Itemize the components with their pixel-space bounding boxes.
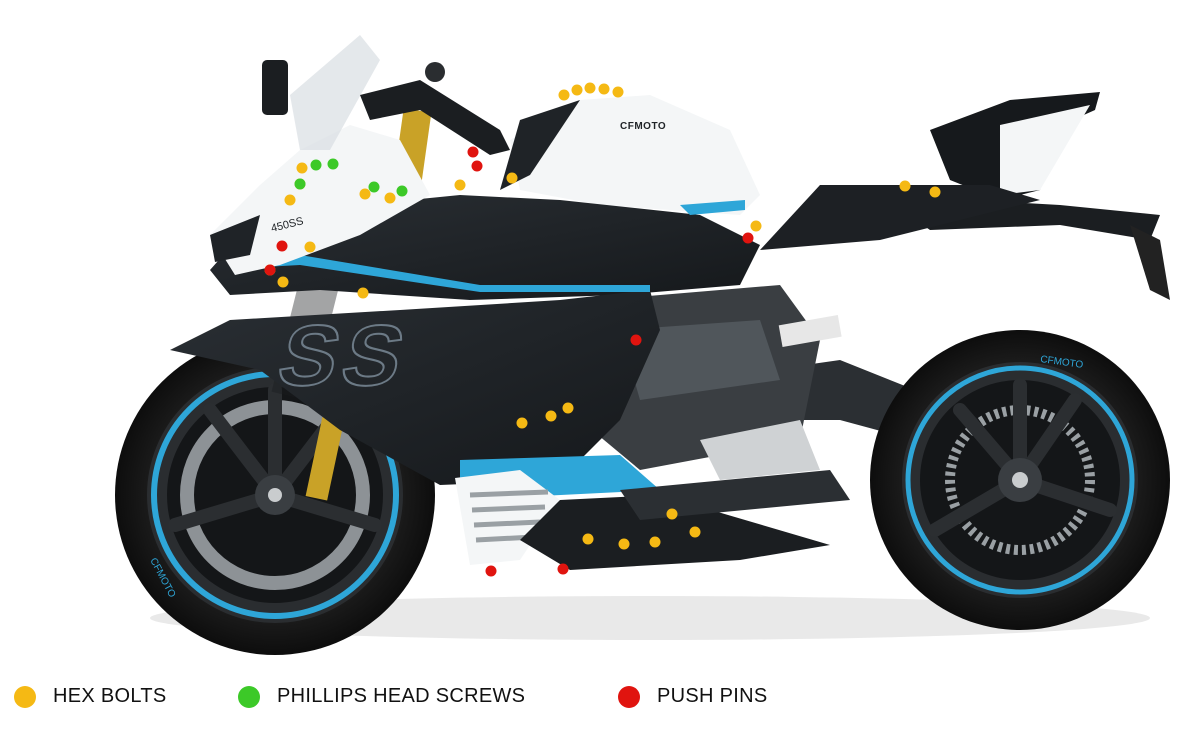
push-pin-marker — [630, 334, 642, 346]
hex-bolt-marker — [558, 89, 570, 101]
push-pin-marker — [557, 563, 569, 575]
hex-bolt-marker — [384, 192, 396, 204]
seat — [760, 185, 1040, 250]
hex-bolt-marker — [545, 410, 557, 422]
hex-bolt-marker — [454, 179, 466, 191]
phillips-marker — [310, 159, 322, 171]
push-pin-marker — [467, 146, 479, 158]
hex-bolt-marker — [304, 241, 316, 253]
hex-bolt-marker — [612, 86, 624, 98]
headlight — [210, 215, 260, 262]
hex-bolt-marker — [584, 82, 596, 94]
phillips-marker — [294, 178, 306, 190]
ground-shadow — [150, 596, 1150, 640]
hex-bolt-marker — [929, 186, 941, 198]
fairing-accent-stripe — [240, 255, 650, 292]
legend-label-phillips: PHILLIPS HEAD SCREWS — [277, 685, 526, 707]
legend-item-hex-bolts: HEX BOLTS — [14, 685, 166, 708]
push-pin-marker — [471, 160, 483, 172]
front-nose-fairing — [210, 125, 430, 275]
phillips-marker — [396, 185, 408, 197]
tank-logo: CFMOTO — [620, 121, 666, 132]
hex-bolt-marker — [618, 538, 630, 550]
hex-bolt-marker — [296, 162, 308, 174]
legend: HEX BOLTS PHILLIPS HEAD SCREWS PUSH PINS — [0, 685, 1200, 725]
phillips-marker — [327, 158, 339, 170]
push-pin-marker — [276, 240, 288, 252]
tail-white-panel — [1000, 105, 1090, 195]
fuel-tank — [510, 95, 760, 215]
lower-cowl — [520, 495, 830, 570]
hex-bolt-marker — [899, 180, 911, 192]
hex-bolt-marker — [516, 417, 528, 429]
motorcycle-illustration: CFMOTO CFMOTO — [115, 35, 1170, 655]
legend-label-push-pins: PUSH PINS — [657, 685, 768, 707]
side-fairing — [170, 290, 660, 485]
legend-item-push-pins: PUSH PINS — [618, 685, 768, 708]
hex-bolt-marker — [359, 188, 371, 200]
hex-bolt-marker — [666, 508, 678, 520]
hex-bolt-marker — [689, 526, 701, 538]
license-plate-bracket — [1130, 225, 1170, 300]
hex-bolt-dot-icon — [14, 685, 36, 708]
hex-bolt-marker — [277, 276, 289, 288]
hex-bolt-marker — [649, 536, 661, 548]
push-pin-dot-icon — [618, 685, 640, 708]
hex-bolt-marker — [562, 402, 574, 414]
legend-label-hex-bolts: HEX BOLTS — [53, 685, 167, 707]
windscreen — [290, 35, 380, 150]
legend-item-phillips: PHILLIPS HEAD SCREWS — [238, 685, 525, 708]
hex-bolt-marker — [357, 287, 369, 299]
push-pin-marker — [742, 232, 754, 244]
exhaust — [620, 470, 850, 520]
belly-vent-lines — [469, 489, 549, 543]
push-pin-marker — [485, 565, 497, 577]
hex-bolt-marker — [506, 172, 518, 184]
hex-bolt-marker — [750, 220, 762, 232]
phillips-marker — [368, 181, 380, 193]
rear-wheel: CFMOTO — [870, 330, 1170, 630]
fastener-markers — [264, 82, 941, 577]
phillips-dot-icon — [238, 685, 260, 708]
side-badge: SS — [269, 307, 420, 404]
hex-bolt-marker — [582, 533, 594, 545]
handlebar — [360, 80, 510, 155]
mirror — [262, 60, 288, 115]
hex-bolt-marker — [284, 194, 296, 206]
hex-bolt-marker — [598, 83, 610, 95]
hex-bolt-marker — [571, 84, 583, 96]
push-pin-marker — [264, 264, 276, 276]
